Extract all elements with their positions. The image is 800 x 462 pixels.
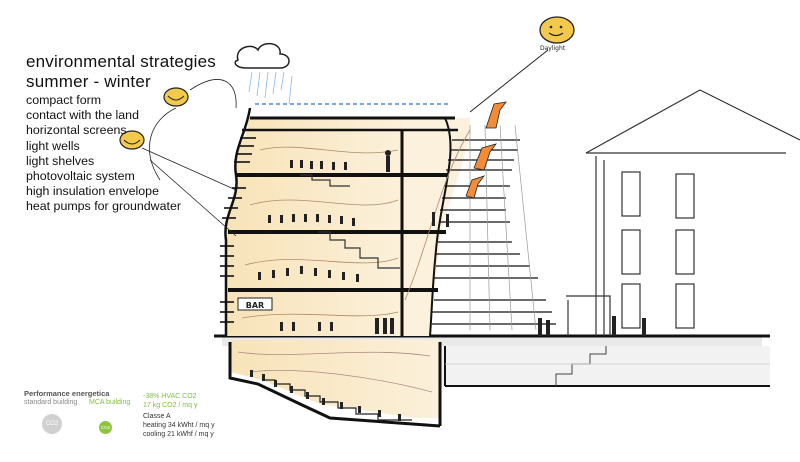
daylight-label: Daylight bbox=[540, 45, 566, 52]
strategy-item: light shelves bbox=[26, 153, 95, 168]
underground-auditorium bbox=[228, 340, 442, 428]
title-block: environmental strategies summer - winter bbox=[26, 52, 216, 92]
warm-air-arrows bbox=[465, 101, 507, 199]
page-title: environmental strategies bbox=[26, 52, 217, 71]
metric-co2: 17 kg CO2 / mq y bbox=[143, 402, 198, 409]
standard-building-label: standard building bbox=[24, 399, 78, 406]
standard-co2-badge: CO2 bbox=[42, 414, 62, 434]
strategy-item: photovoltaic system bbox=[26, 169, 135, 184]
neighbour-building bbox=[566, 89, 800, 336]
bar-sign: BAR bbox=[237, 297, 273, 311]
bar-sign-text: BAR bbox=[246, 301, 264, 310]
strategy-item: compact form bbox=[26, 93, 102, 107]
strategy-item: contact with the land bbox=[26, 108, 139, 123]
ground-section bbox=[214, 334, 770, 387]
strategy-item: light wells bbox=[26, 138, 80, 153]
mca-co2-badge: CO2 bbox=[99, 421, 112, 434]
metric-hvac-reduction: -38% HVAC CO2 bbox=[143, 393, 197, 400]
sun-daylight-icon bbox=[469, 16, 575, 113]
cloud-rain-icon bbox=[234, 42, 293, 105]
sun-ray-icons bbox=[119, 79, 237, 237]
strategy-item: horizontal screens bbox=[26, 123, 127, 138]
metric-heating: heating 34 kWht / mq y bbox=[143, 422, 215, 429]
metric-cooling: cooling 21 kWhf / mq y bbox=[143, 431, 214, 438]
metric-class: Classe A bbox=[143, 413, 171, 420]
strategy-item: high insulation envelope bbox=[26, 184, 159, 199]
performance-title: Performance energetica bbox=[24, 389, 110, 398]
mca-building-label: MCA building bbox=[89, 399, 131, 406]
page-subtitle: summer - winter bbox=[26, 72, 151, 91]
people-figures bbox=[250, 150, 646, 421]
strategy-list: compact form contact with the land horiz… bbox=[26, 93, 181, 215]
strategy-item: heat pumps for groundwater bbox=[26, 199, 181, 214]
